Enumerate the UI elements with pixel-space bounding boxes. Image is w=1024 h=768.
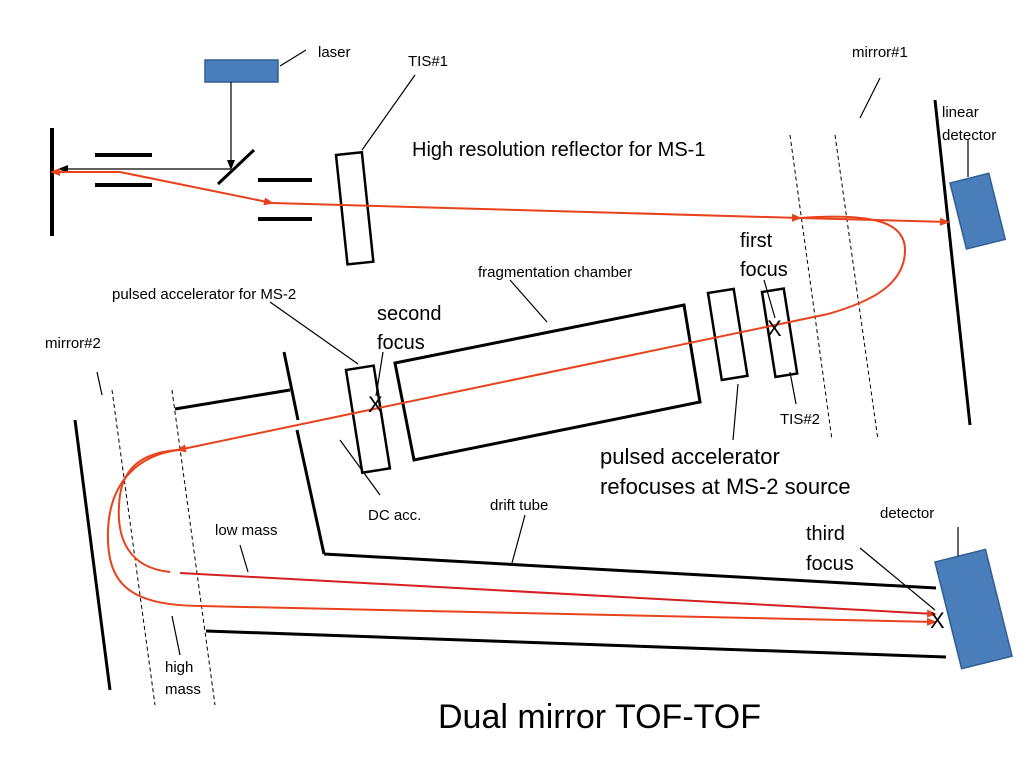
pulsed-accelerator-ms2 [344,364,392,475]
tis1-label: TIS#1 [408,53,448,70]
drift-tube-top [323,552,937,590]
pulsed-accelerator-refocus-label-1: pulsed accelerator [600,444,780,469]
dc-acc-label: DC acc. [368,507,421,524]
tis1-callout [361,74,416,151]
beam-mirror2-turn-low [117,449,179,573]
first-focus-callout [763,279,776,319]
low-mass-label: low mass [215,522,278,539]
second-focus-callout [375,351,384,397]
mirror1-label: mirror#1 [852,44,908,61]
detector-icon [934,548,1013,670]
beam-high-mass [199,605,937,626]
mirror2-grid-2 [171,389,216,706]
drift-tube-wall [295,429,326,555]
fragmentation-chamber [393,303,702,462]
tis2-gate [760,287,799,379]
low-mass-callout [239,544,249,573]
mirror1-grid-2 [834,134,879,441]
high-mass-label-1: high [165,659,193,676]
first-focus-x: X [767,316,782,341]
linear-detector-label-2: detector [942,127,996,144]
mirror2-grid-1 [111,389,156,706]
drift-tube-label: drift tube [490,497,548,514]
beam-low-mass [179,572,937,618]
detector-label: detector [880,505,934,522]
fragmentation-chamber-callout [509,279,548,323]
beam-to-mirror2 [176,313,829,453]
second-focus-x: X [368,392,383,417]
dc-acc-top-plate [174,388,291,411]
tis2-label: TIS#2 [780,411,820,428]
laser-mirror [216,148,256,186]
mirror2-back-plate [73,419,112,691]
drift-tube-callout [511,514,526,564]
dc-acc-callout [339,439,381,496]
high-mass-label-2: mass [165,681,201,698]
diagram-title: Dual mirror TOF-TOF [438,698,761,736]
beam-segment-1 [119,171,274,206]
tis2-callout [789,371,797,405]
fragmentation-chamber-label: fragmentation chamber [478,264,632,281]
ion-beam [50,168,950,626]
ion-source [50,128,312,236]
dc-acc-grid-upper [282,351,300,421]
mirror2-label: mirror#2 [45,335,101,352]
laser-label: laser [318,44,351,61]
second-focus-label-1: second [377,303,442,325]
high-mass-callout [171,615,181,656]
beam-mirror2-turn-high [106,449,201,607]
beam-segment-2 [271,202,802,222]
reflector-label: High resolution reflector for MS-1 [412,139,705,161]
third-focus-x: X [930,608,945,633]
laser-icon [204,59,279,83]
linear-detector-label-1: linear [942,104,979,121]
first-focus-label-1: first [740,230,773,252]
pulsed-accelerator-ms2-callout [269,301,359,365]
pulsed-accelerator-refocus-label-2: refocuses at MS-2 source [600,474,851,499]
mirror1-back-plate [933,99,972,426]
pulsed-accelerator-ms2-label: pulsed accelerator for MS-2 [112,286,296,303]
beam-reflector-turn [799,215,907,315]
drift-tube-bottom [205,629,947,659]
third-focus-label-1: third [806,523,845,545]
first-focus-label-2: focus [740,259,788,281]
mirror1-callout [859,77,881,119]
pulsed-accelerator-refocus-callout [732,383,739,441]
second-focus-label-2: focus [377,332,425,354]
third-focus-label-2: focus [806,553,854,575]
linear-detector-icon [949,172,1007,250]
laser-callout [279,49,307,67]
tis1-gate [334,150,375,266]
third-focus-callout [859,547,936,611]
mirror2-callout [96,371,103,396]
mirror1-grid-1 [789,134,833,441]
